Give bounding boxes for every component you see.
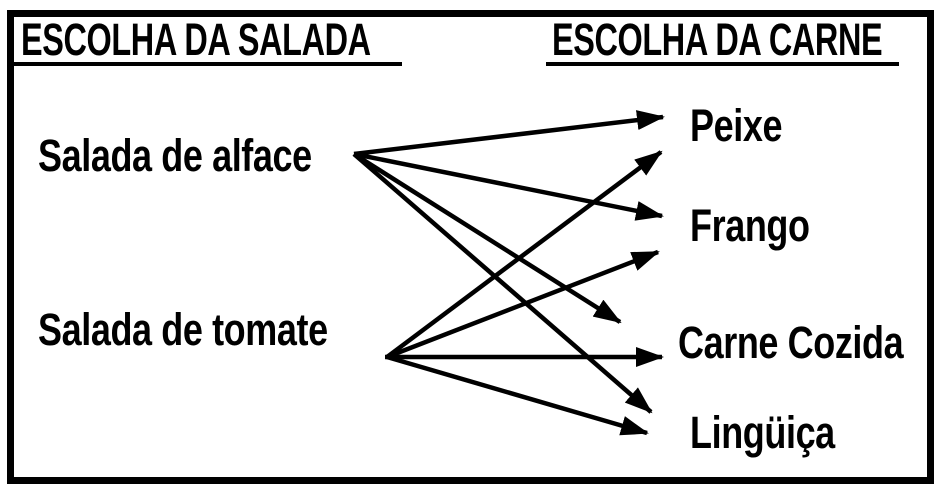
salad-item-alface: Salada de alface	[38, 133, 380, 178]
border-frame	[7, 10, 934, 484]
right-column-header: ESCOLHA DA CARNE	[546, 17, 899, 66]
meat-item-linguica: Lingüiça	[690, 410, 871, 455]
meat-item-peixe: Peixe	[690, 103, 805, 148]
right-column-header-text: ESCOLHA DA CARNE	[552, 14, 883, 65]
meat-item-carne-cozida: Carne Cozida	[678, 320, 937, 365]
salad-item-tomate: Salada de tomate	[38, 307, 400, 352]
meat-item-frango-label: Frango	[690, 200, 810, 251]
salad-item-alface-label: Salada de alface	[38, 130, 312, 181]
left-column-header-text: ESCOLHA DA SALADA	[21, 14, 371, 65]
meat-item-frango: Frango	[690, 203, 840, 248]
meat-item-peixe-label: Peixe	[690, 100, 783, 151]
left-column-header: ESCOLHA DA SALADA	[7, 17, 402, 66]
salad-item-tomate-label: Salada de tomate	[38, 304, 328, 355]
meat-item-linguica-label: Lingüiça	[690, 407, 835, 458]
meat-item-carne-cozida-label: Carne Cozida	[678, 317, 904, 368]
